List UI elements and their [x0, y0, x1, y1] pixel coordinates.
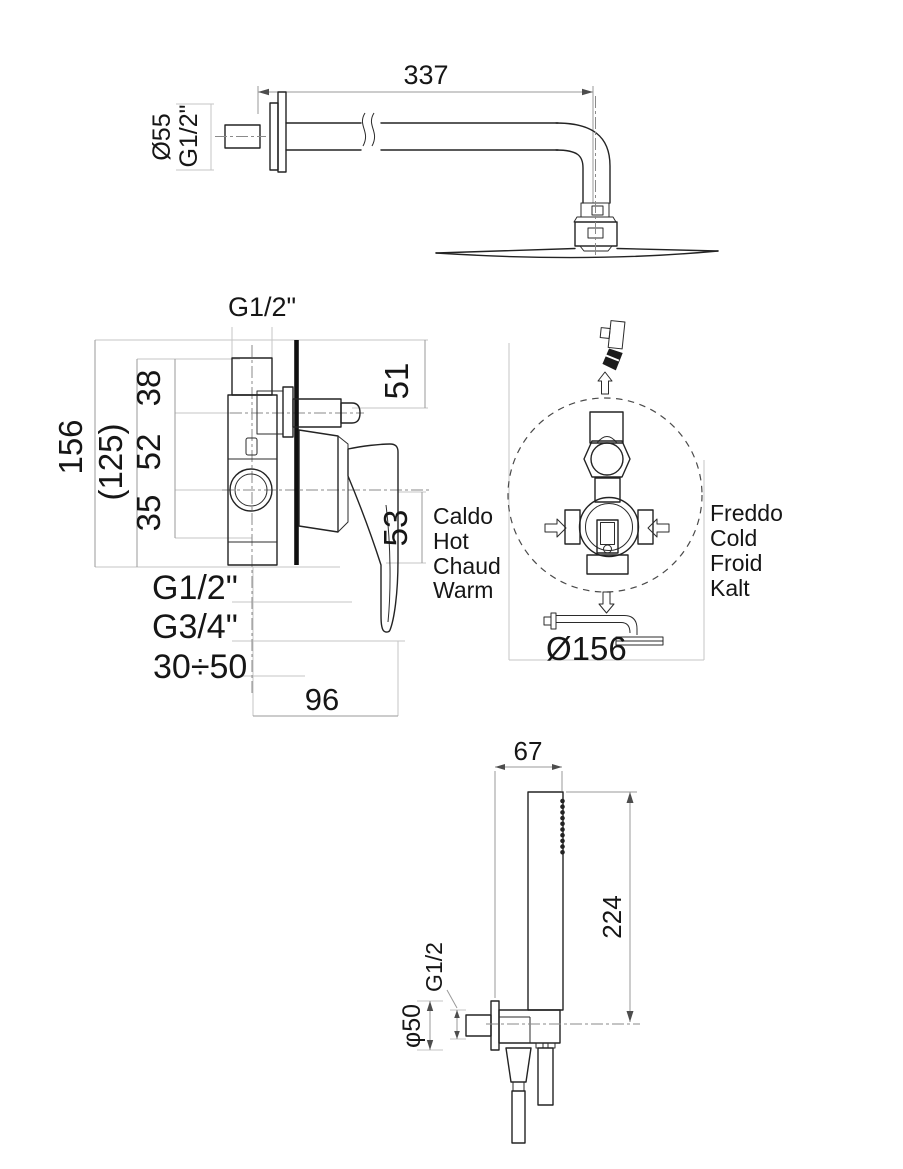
arm-flange-diameter-label: Ø55: [148, 113, 176, 160]
wall-outlet-bracket: [465, 1000, 561, 1144]
mixer-side-view: 96 G1/2": [52, 292, 501, 717]
hand-shower-height-label: 224: [597, 895, 627, 938]
svg-text:Cold: Cold: [710, 525, 757, 551]
up-arrow-icon: [597, 371, 613, 395]
mixer-height-total-label: 156: [52, 419, 89, 474]
mixer-height-alt-label: (125): [92, 423, 129, 500]
shower-arm-icon: [543, 612, 664, 646]
svg-text:Warm: Warm: [433, 577, 493, 603]
pipe-break-symbol: [361, 112, 376, 147]
arm-length-label: 337: [403, 60, 448, 90]
hand-shower-view: 67 224: [398, 736, 640, 1144]
mixer-spout-outlet-thread-label: G3/4": [152, 608, 238, 646]
outlet-flange-diameter-label: φ50: [398, 1004, 426, 1048]
hand-shower-body: [527, 791, 565, 1011]
rough-in-valve: [564, 411, 654, 575]
svg-text:Freddo: Freddo: [710, 500, 783, 526]
hand-shower-icon: [599, 320, 626, 371]
svg-text:Froid: Froid: [710, 550, 762, 576]
arm-thread-label: G1/2": [175, 104, 203, 167]
spray-nozzles: [560, 798, 565, 855]
svg-text:Kalt: Kalt: [710, 575, 750, 601]
shower-arm-view: 337 Ø55 G1/2": [148, 60, 719, 259]
plate-diameter-label: Ø156: [546, 630, 627, 667]
mixer-depth-range-label: 30÷50: [153, 648, 247, 686]
mixer-seg-top-label: 38: [130, 370, 167, 407]
mixer-body: [227, 357, 399, 633]
left-inlet-arrow-icon: [544, 518, 567, 538]
right-inlet-arrow-icon: [647, 518, 670, 538]
svg-text:Chaud: Chaud: [433, 553, 501, 579]
mixer-seg-mid-label: 52: [130, 434, 167, 471]
mixer-front-view: Ø156 Freddo Cold Froid Kalt: [507, 320, 783, 667]
hand-shower-offset-label: 67: [514, 736, 543, 766]
mixer-top-thread-label: G1/2": [228, 292, 296, 322]
hot-water-labels: Caldo Hot Chaud Warm: [433, 503, 501, 603]
shower-head-disc: [435, 247, 719, 259]
mixer-handle: [347, 443, 399, 633]
cold-water-labels: Freddo Cold Froid Kalt: [710, 500, 783, 601]
mixer-depth-top-label: 51: [378, 363, 415, 400]
mixer-handle-height-label: 53: [377, 510, 414, 547]
svg-text:Hot: Hot: [433, 528, 469, 554]
mixer-shower-outlet-thread-label: G1/2": [152, 569, 238, 607]
outlet-thread-label: G1/2: [421, 942, 447, 992]
mixer-width-label: 96: [305, 682, 339, 717]
mixer-seg-bottom-label: 35: [130, 495, 167, 532]
trim-plate-circle: [507, 397, 703, 593]
down-arrow-icon: [598, 591, 615, 614]
svg-text:Caldo: Caldo: [433, 503, 493, 529]
